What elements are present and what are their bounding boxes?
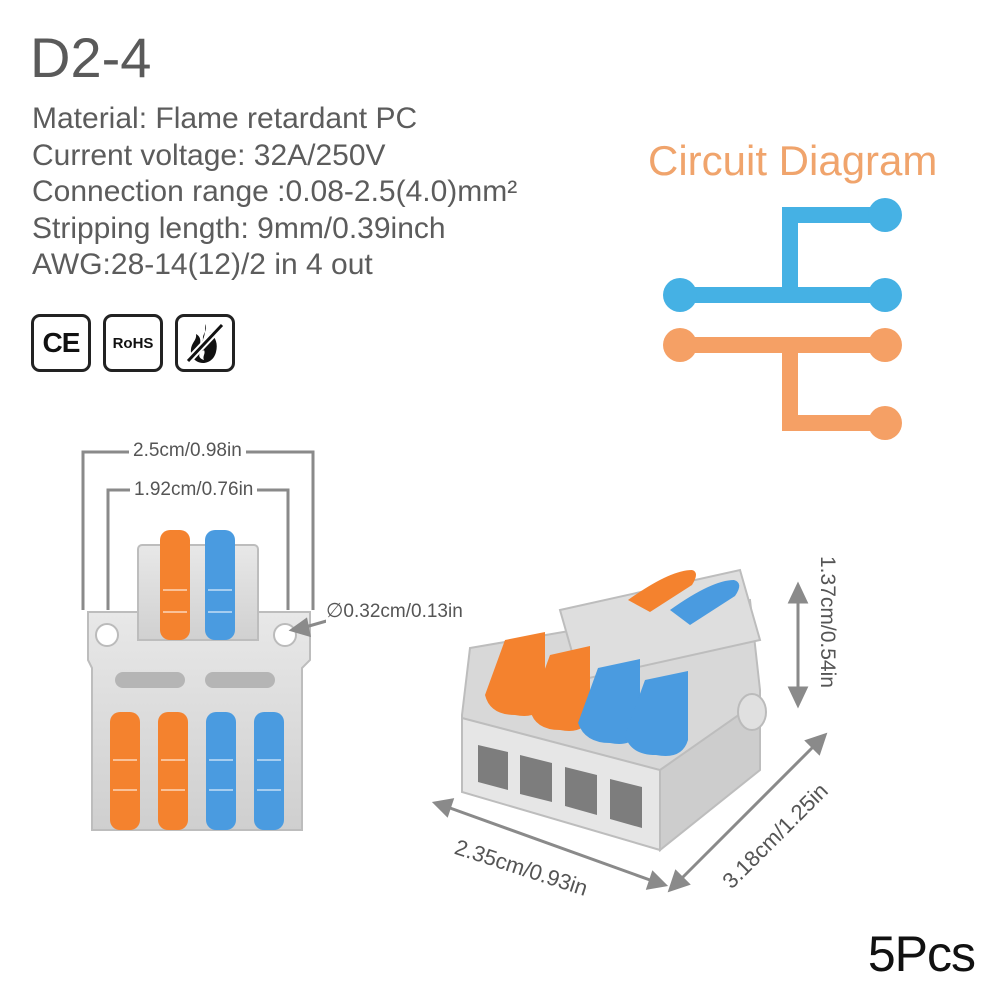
perspective-view-connector (461, 568, 767, 853)
dim-height: 1.37cm/0.54in (816, 552, 839, 692)
blue-circuit (680, 207, 885, 303)
quantity-label: 5Pcs (867, 926, 976, 982)
circuit-diagram (663, 198, 902, 440)
blue-terminal-in (663, 278, 697, 312)
rohs-icon: RoHS (103, 314, 163, 372)
perspective-levers (485, 570, 740, 756)
dim-hole-diameter-value: 0.32cm/0.13in (343, 601, 463, 622)
lever-bottom-orange-2 (158, 712, 188, 830)
orange-terminal-in (663, 328, 697, 362)
product-model: D2-4 (30, 26, 152, 89)
hole-arrow (288, 617, 331, 638)
ce-label: CE (42, 327, 81, 358)
dim-outer-width: 2.5cm/0.98in (129, 440, 246, 462)
circuit-diagram-title: Circuit Diagram (648, 137, 938, 184)
spec-current-voltage: Current voltage: 32A/250V (32, 138, 386, 172)
lever-top-orange (160, 530, 190, 640)
lever-bottom-blue-2 (254, 712, 284, 830)
orange-terminal-out-2 (868, 406, 902, 440)
certification-badges: CE RoHS (31, 314, 235, 372)
spec-stripping-length: Stripping length: 9mm/0.39inch (32, 211, 446, 245)
blue-terminal-out-1 (868, 198, 902, 232)
lever-bottom-blue-1 (206, 712, 236, 830)
diameter-icon: ∅ (326, 600, 344, 622)
orange-terminal-out-1 (868, 328, 902, 362)
spec-material: Material: Flame retardant PC (32, 102, 418, 135)
spec-awg: AWG:28-14(12)/2 in 4 out (32, 248, 373, 281)
perspective-dimension-arrows (431, 581, 828, 893)
dim-hole-diameter: ∅0.32cm/0.13in (326, 600, 463, 623)
rohs-label: RoHS (112, 334, 154, 352)
mounting-hole-left (95, 623, 119, 647)
spec-connection-range: Connection range :0.08-2.5(4.0)mm² (32, 175, 518, 208)
dim-inner-width: 1.92cm/0.76in (130, 479, 258, 501)
spec-list: Material: Flame retardant PC Current vol… (32, 101, 517, 284)
mounting-hole-right (273, 623, 297, 647)
lever-bottom-orange-1 (110, 712, 140, 830)
lever-top-blue (205, 530, 235, 640)
blue-terminal-out-2 (868, 278, 902, 312)
wire-entry-holes (478, 745, 642, 828)
front-view-connector (87, 530, 311, 831)
ce-mark-icon: CE (31, 314, 91, 372)
orange-circuit (680, 337, 885, 431)
flame-retardant-icon (175, 314, 235, 372)
